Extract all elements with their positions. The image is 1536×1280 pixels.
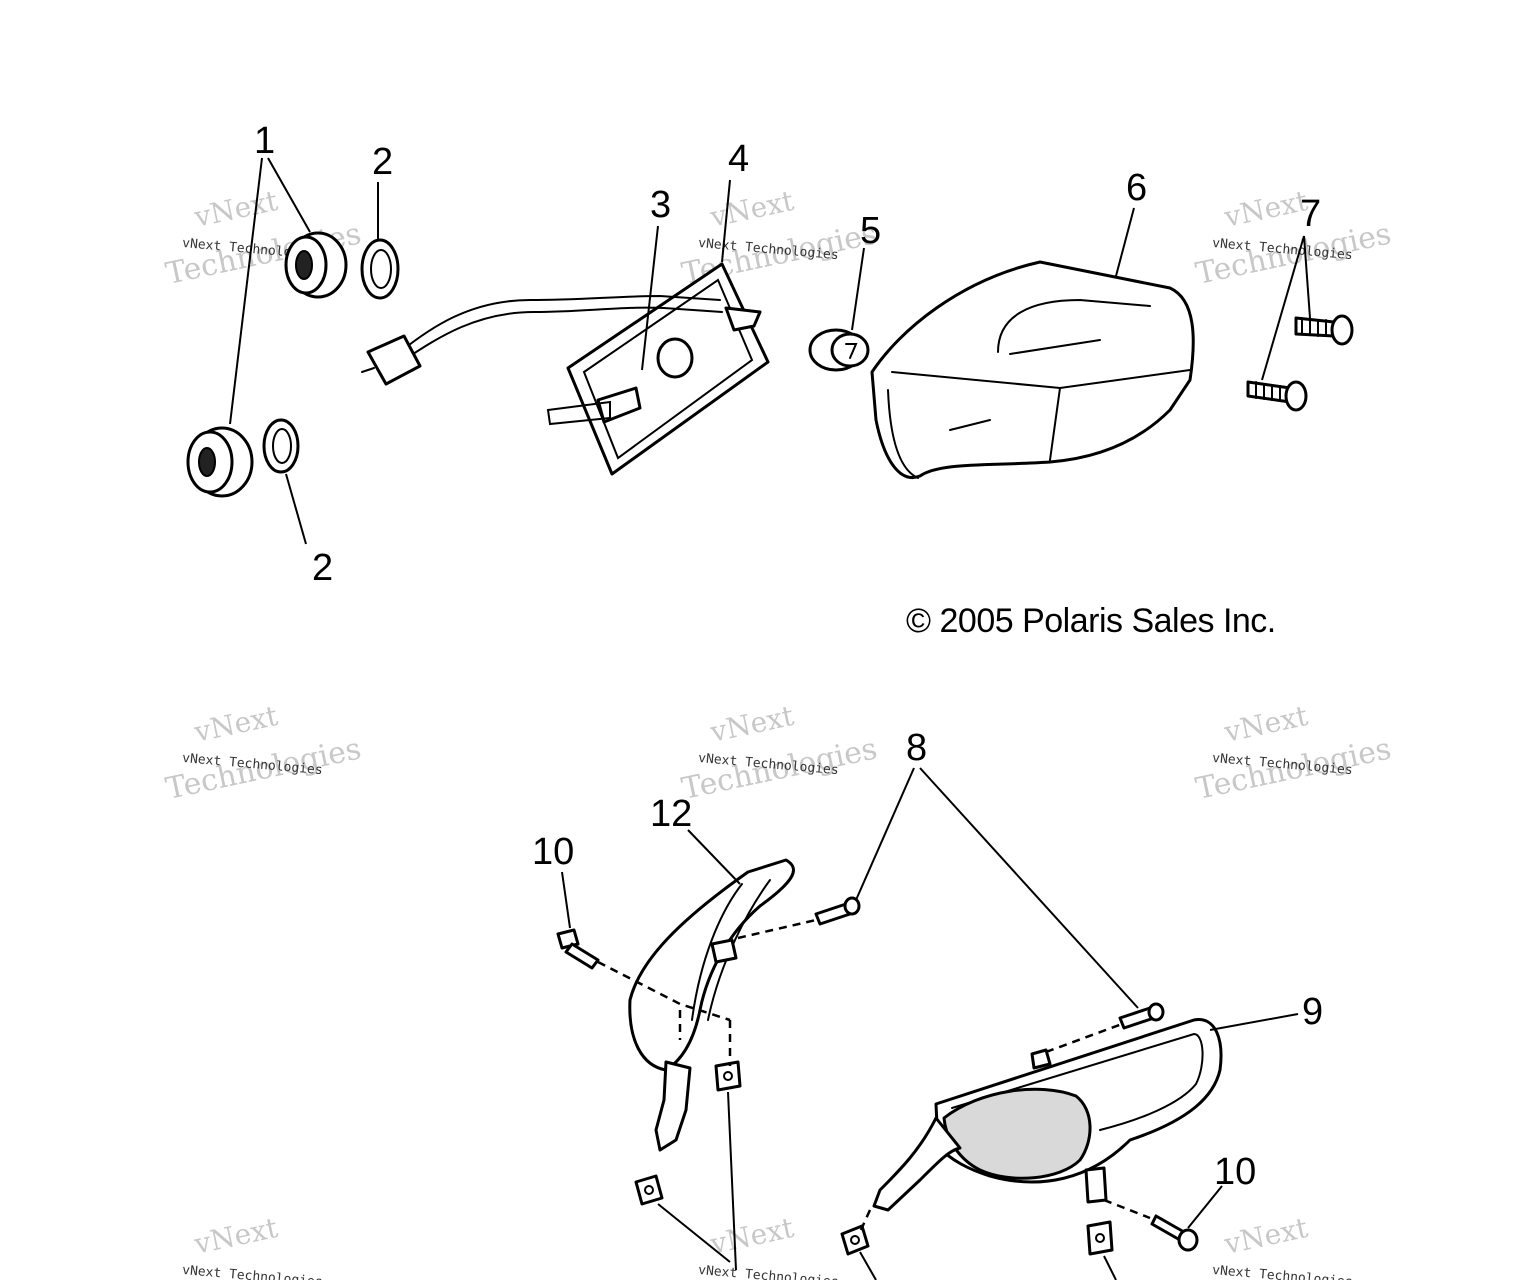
part-7-screw-lower — [1246, 380, 1308, 412]
part-2-washer-lower — [262, 418, 300, 474]
svg-text:vNext: vNext — [1221, 1211, 1312, 1261]
callout-5: 5 — [860, 210, 881, 252]
svg-text:vNext: vNext — [191, 1211, 282, 1261]
svg-text:vNext: vNext — [1221, 699, 1312, 749]
callout-10-right: 10 — [1214, 1151, 1256, 1193]
callout-1: 1 — [254, 120, 275, 162]
watermark-mid-right: vNext Technologies vNext Technologies — [1193, 699, 1394, 807]
leader-lines-bottom — [561, 767, 1299, 1280]
part-10-screw-right — [1150, 1214, 1199, 1252]
svg-text:vNext: vNext — [191, 184, 282, 234]
part-9-lamp-right — [872, 1018, 1223, 1212]
assembly-dash-lines — [597, 918, 1151, 1233]
part-1-grommet-lower — [186, 426, 254, 498]
speed-nut-4 — [1086, 1220, 1114, 1256]
part-8-screw-lower — [1118, 1002, 1165, 1030]
callout-12: 12 — [650, 793, 692, 835]
callout-9: 9 — [1302, 991, 1323, 1033]
callout-10-left: 10 — [532, 831, 574, 873]
svg-text:vNext Technologies: vNext Technologies — [1212, 1263, 1354, 1280]
watermark-mid-left: vNext Technologies vNext Technologies — [163, 699, 364, 807]
leader-lines-top — [229, 157, 1311, 545]
watermark-bottom-center: vNext vNext Technologies — [698, 1211, 840, 1280]
callout-labels: 1 2 2 3 4 5 6 7 8 9 10 10 12 — [254, 120, 1323, 1193]
watermark-mid-center: vNext Technologies vNext Technologies — [679, 699, 880, 807]
svg-text:vNext: vNext — [191, 699, 282, 749]
callout-8: 8 — [906, 727, 927, 769]
part-6-lens — [870, 260, 1195, 479]
part-10-screw-left — [556, 928, 600, 970]
part-7-screw-upper — [1294, 314, 1354, 346]
watermark-group: vNext Technologies vNext Technologies vN… — [163, 184, 1394, 1280]
speed-nut-3 — [840, 1224, 870, 1256]
speed-nut-2 — [634, 1174, 664, 1206]
part-12-lamp-left — [628, 858, 795, 1152]
watermark-bottom-right: vNext vNext Technologies — [1212, 1211, 1354, 1280]
svg-text:vNext Technologies: vNext Technologies — [698, 1263, 840, 1280]
callout-2-upper: 2 — [372, 141, 393, 183]
callout-4: 4 — [728, 138, 749, 180]
callout-3: 3 — [650, 184, 671, 226]
part-5-bulb — [808, 328, 870, 372]
callout-7: 7 — [1300, 193, 1321, 235]
svg-text:vNext: vNext — [707, 699, 798, 749]
part-2-washer-upper — [360, 238, 400, 300]
copyright-notice: © 2005 Polaris Sales Inc. — [906, 602, 1276, 640]
callout-2-lower: 2 — [312, 547, 333, 589]
part-3-4-lamp-housing — [361, 262, 770, 476]
part-8-screw-upper — [814, 896, 861, 926]
svg-text:vNext: vNext — [707, 184, 798, 234]
watermark-bottom-left: vNext vNext Technologies — [182, 1211, 324, 1280]
callout-6: 6 — [1126, 167, 1147, 209]
part-1-grommet-upper — [284, 231, 348, 299]
speed-nut-1 — [714, 1060, 742, 1092]
svg-text:vNext Technologies: vNext Technologies — [182, 1263, 324, 1280]
svg-text:vNext: vNext — [1221, 184, 1312, 234]
